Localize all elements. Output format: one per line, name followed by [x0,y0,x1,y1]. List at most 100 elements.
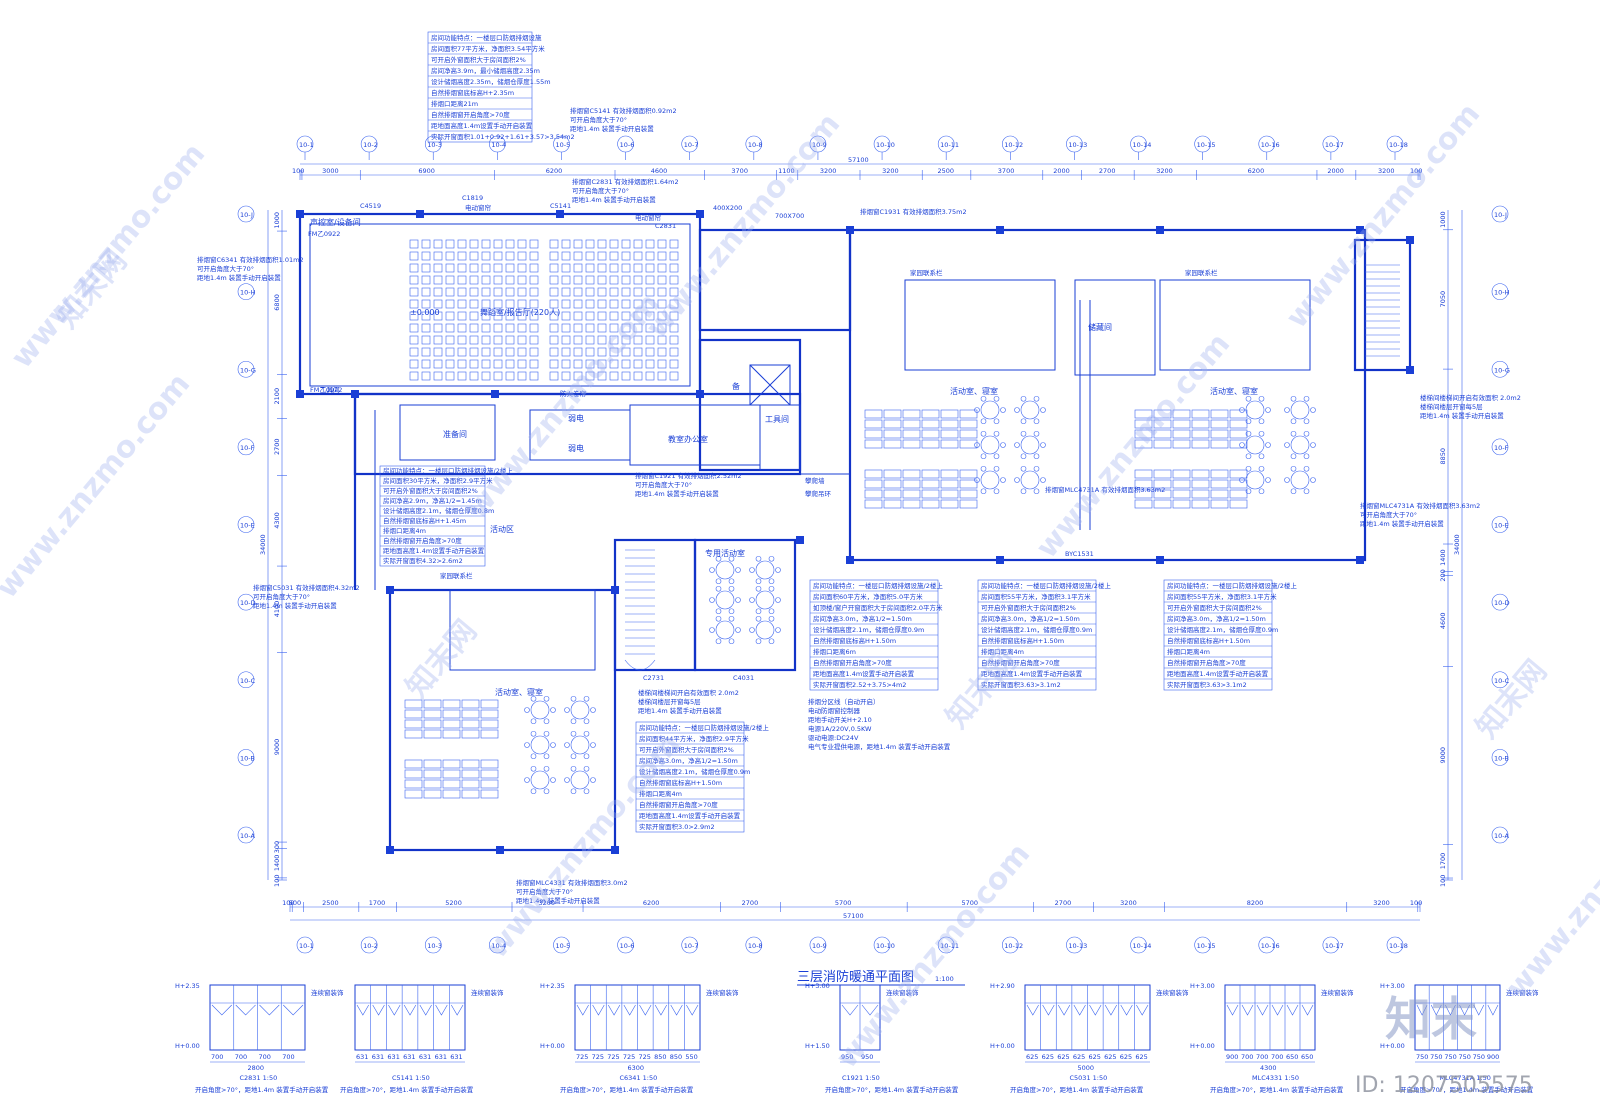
seat [645,239,655,249]
elevation-width: 700 [259,1053,271,1061]
axis-label-right: 10-H [1494,289,1510,297]
elevation-side-note: 连续窗装饰 [706,988,739,997]
elevation-opening [1089,1004,1102,1016]
seat [445,239,455,249]
seat [469,239,479,249]
bed [442,769,461,779]
seat [469,311,479,321]
bed [404,759,423,769]
seat [573,287,583,297]
seat [633,371,643,381]
bed [959,439,978,449]
bed [1153,499,1172,509]
chair [728,585,735,592]
axis-bubble-right [1491,438,1509,456]
note-5-text: 房间净高3.0m，净高1/2=1.50m [1167,614,1266,623]
column [491,390,499,398]
dim-value: 5700 [835,899,852,907]
round-table [530,770,550,790]
bed [883,409,902,419]
seat [597,347,607,357]
chair [755,585,762,592]
round-table [1245,435,1265,455]
bed [1172,469,1191,479]
chair [570,765,577,772]
seat [505,371,515,381]
elevation-top-level: H+2.35 [540,982,565,990]
elevation-opening [1136,1004,1149,1016]
seat [657,347,667,357]
round-table [980,400,1000,420]
chair [715,578,722,585]
note-1-text: 自然排烟窗底标高H+2.35m [431,88,514,97]
seat [457,263,467,273]
axis-label-top: 10-3 [427,141,442,149]
axis-label-right: 10-C [1494,677,1510,685]
seat [493,299,503,309]
chair [993,465,1000,472]
seat [621,263,631,273]
seat [645,335,655,345]
elevation-top-level: H+2.35 [175,982,200,990]
seat [529,275,539,285]
axis-label-top: 10-5 [555,141,570,149]
seat [657,371,667,381]
axis-bubble-left [237,593,255,611]
bed [423,759,442,769]
axis-label-top: 10-10 [876,141,895,149]
axis-bubble-bottom [937,936,955,954]
elevation-name: C2831 1:50 [240,1074,278,1082]
seat [669,323,679,333]
seat [445,335,455,345]
seat [585,359,595,369]
seat [517,335,527,345]
seat [505,239,515,249]
dim-value: 1100 [778,167,795,175]
chair [1284,442,1290,448]
seat [517,299,527,309]
bed [461,729,480,739]
seat [409,311,419,321]
label-curtain: 电动窗帘 [465,203,492,212]
bed [404,729,423,739]
seat [573,263,583,273]
chair [1245,453,1252,460]
chair [543,753,550,760]
bed [461,759,480,769]
elevation-opening [1057,1004,1071,1016]
bed [480,779,499,789]
elevation-opening [1120,1004,1133,1016]
seat [573,239,583,249]
chair [1258,395,1265,402]
window-note-mlc4331: 可开启角度大于70° [516,887,573,896]
chair [550,777,556,783]
classroom-beds [404,409,1248,799]
note-6-text: 自然排烟窗底标高H+1.50m [639,778,722,787]
seat [433,347,443,357]
dim-value: 2700 [1055,899,1072,907]
window-note-c1921: 距地1.4m 装置手动开启装置 [635,489,719,498]
bed [883,499,902,509]
seat [609,371,619,381]
bed [883,479,902,489]
seat [433,311,443,321]
dim-value: 3200 [820,167,837,175]
chair [1310,407,1316,413]
bed [1210,419,1229,429]
note-5-text: 距地面高度1.4m设置手动开启装置 [1167,669,1269,678]
seat [549,287,559,297]
chair [590,707,596,713]
elevation-opening [1416,1004,1428,1016]
axis-label-top: 10-15 [1197,141,1216,149]
seat [445,323,455,333]
seat [609,263,619,273]
note-6-text: 房间净高3.0m，净高1/2=1.50m [639,756,738,765]
bed [1172,419,1191,429]
label-parent-3: 家园联系栏 [440,571,473,580]
axis-bubble-left [237,826,255,844]
seat [409,275,419,285]
axis-label-bottom: 10-1 [299,942,314,950]
seat [657,299,667,309]
bed [1210,439,1229,449]
elevation-width: 850 [670,1053,682,1061]
